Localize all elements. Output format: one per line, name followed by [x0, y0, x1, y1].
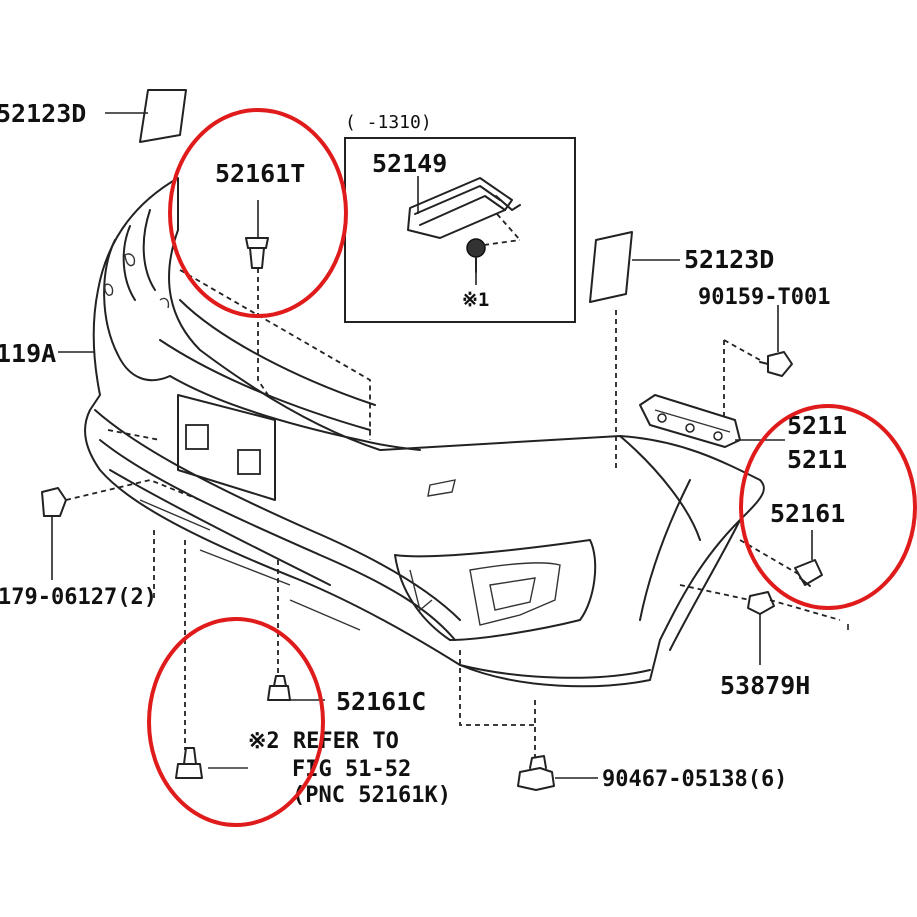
clip-52161t-icon [245, 200, 269, 269]
callout-circle-52161k [147, 617, 325, 827]
clip-52161-right-icon [794, 530, 823, 587]
clip-52161k-icon [175, 747, 248, 779]
label-52161c: 52161C [336, 687, 426, 716]
callout-circle-52161-right [739, 404, 917, 610]
part-labels: 52123D 52161T 52149 ※1 52123D 90159-T001… [0, 99, 849, 808]
inset-range: ( -1310) [345, 112, 432, 133]
inset-box: ( -1310) [344, 112, 576, 323]
screw-icon [466, 238, 486, 273]
bumper-cover [84, 177, 765, 688]
label-52123d-right: 52123D [684, 245, 774, 274]
label-5211-a: 5211 [787, 411, 847, 440]
label-5211-b: 5211 [787, 445, 847, 474]
label-52119a: 119A [0, 339, 56, 368]
label-90159: 90159-T001 [698, 285, 830, 310]
seal-pad-right [589, 231, 680, 303]
label-52123d-top: 52123D [0, 99, 86, 128]
label-52161-right: 52161 [770, 499, 845, 528]
callout-circles [147, 108, 917, 827]
callout-circle-52161t [168, 108, 348, 318]
label-90467: 90467-05138(6) [602, 767, 787, 792]
clip-53879h-icon [747, 591, 775, 665]
label-90179: 179-06127(2) [0, 585, 157, 610]
seal-pad-left [105, 89, 187, 143]
clip-90467-icon [517, 755, 598, 791]
label-52149: 52149 [372, 149, 447, 178]
label-52161t: 52161T [215, 159, 305, 188]
label-note1: ※1 [462, 289, 489, 311]
nut-90159-icon [759, 305, 793, 377]
nut-90179-icon [41, 487, 67, 580]
label-53879h: 53879H [720, 671, 810, 700]
install-lines [65, 268, 841, 758]
label-note2-line3: (PNC 52161K) [292, 783, 451, 808]
